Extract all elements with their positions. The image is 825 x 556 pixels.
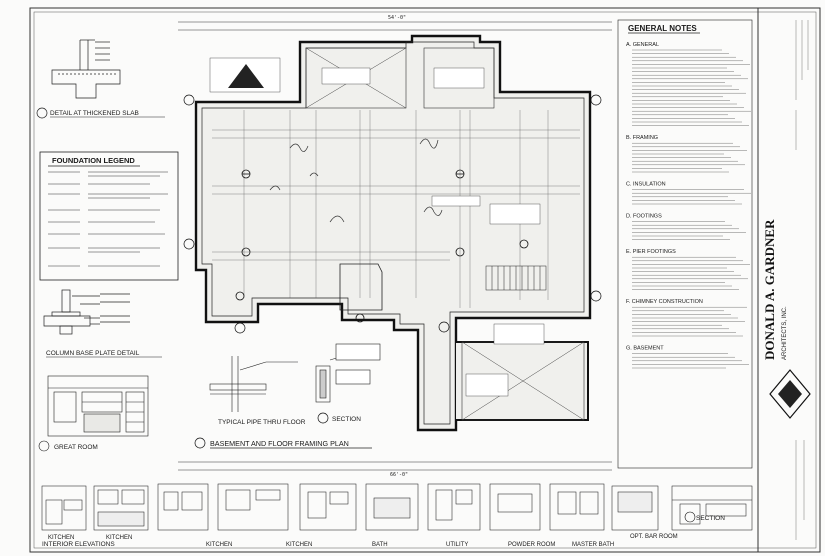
utility-label: UTILITY <box>446 542 468 548</box>
title-block <box>769 20 811 540</box>
porch-slab <box>305 47 407 109</box>
kitchen-label-2: KITCHEN <box>106 535 132 541</box>
steel-columns <box>235 169 529 323</box>
notes-section-heading: E. PIER FOOTINGS <box>626 249 676 255</box>
notes-section-heading: B. FRAMING <box>626 135 658 141</box>
detail-thickened-slab-title: DETAIL AT THICKENED SLAB <box>50 110 139 117</box>
typical-pipe-title: TYPICAL PIPE THRU FLOOR <box>218 419 306 426</box>
handwritten-marks <box>269 138 443 223</box>
powder-room-label: POWDER ROOM <box>508 542 555 548</box>
pipe-thru-floor-detail <box>209 356 298 412</box>
plan-note-boxes <box>209 57 545 397</box>
section-markers <box>183 94 602 334</box>
general-notes-text <box>632 49 751 369</box>
notes-section-heading: C. INSULATION <box>626 182 666 188</box>
architect-name: DONALD A. GARDNER <box>762 219 777 360</box>
notes-section-heading: D. FOOTINGS <box>626 214 662 220</box>
kitchen-label-1: KITCHEN <box>48 535 74 541</box>
interior-elevations-strip <box>41 483 753 531</box>
stairs <box>485 265 547 291</box>
bath-label: BATH <box>372 542 388 548</box>
triangle-marker-icon <box>228 64 264 88</box>
foundation-legend-title: FOUNDATION LEGEND <box>52 156 135 165</box>
floor-joists <box>212 110 580 308</box>
column-section-detail <box>315 343 381 403</box>
architect-logo-icon <box>769 369 811 419</box>
notes-section-heading: F. CHIMNEY CONSTRUCTION <box>626 299 703 305</box>
interior-elevations-title: INTERIOR ELEVATIONS <box>42 541 115 548</box>
architect-subtitle: ARCHITECTS, INC. <box>782 306 788 360</box>
sheet-border <box>29 7 821 553</box>
bottom-dimension: 66'-0" <box>390 472 408 478</box>
general-notes-title: GENERAL NOTES <box>628 24 697 33</box>
section-title: SECTION <box>332 416 361 423</box>
opt-bar-room-label: OPT. BAR ROOM <box>630 534 678 540</box>
foundation-legend-entries <box>48 171 168 267</box>
foundation-legend-box <box>39 151 179 281</box>
master-bath-label: MASTER BATH <box>572 542 614 548</box>
notes-section-heading: G. BASEMENT <box>626 346 664 352</box>
column-base-plate-title: COLUMN BASE PLATE DETAIL <box>46 350 140 357</box>
top-dimension: 54'-0" <box>388 15 406 21</box>
notes-section-heading: A. GENERAL <box>626 42 659 48</box>
section-title-2: SECTION <box>696 515 725 522</box>
general-notes-headings: A. GENERAL B. FRAMING C. INSULATION D. FOOT… <box>626 42 703 352</box>
great-room-elevation <box>47 375 149 437</box>
kitchen-label-4: KITCHEN <box>286 542 312 548</box>
thickened-slab-detail <box>36 39 121 119</box>
kitchen-label-3: KITCHEN <box>206 542 232 548</box>
basement-floor-plan: 54'-0" <box>178 15 612 478</box>
title-block-text-lines <box>795 20 809 540</box>
plan-title: BASEMENT AND FLOOR FRAMING PLAN <box>210 439 349 448</box>
foundation-wall <box>194 34 592 432</box>
great-room-title: GREAT ROOM <box>54 444 98 451</box>
general-notes-box <box>617 19 753 469</box>
column-base-plate-detail <box>43 289 130 335</box>
